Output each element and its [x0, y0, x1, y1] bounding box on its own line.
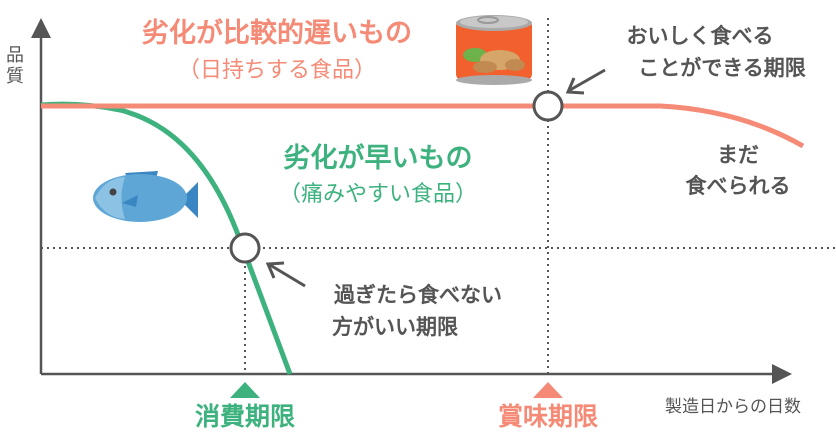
- best-before-pointer-icon: [533, 382, 563, 398]
- best-before-arrow-icon: [565, 68, 606, 95]
- best-before-marker: [532, 90, 564, 122]
- still-edible-line2: 食べられる: [685, 174, 791, 198]
- slow-decline-curve: [41, 103, 805, 149]
- use-by-label: 消費期限: [194, 402, 296, 431]
- slow-subtitle: （日持ちする食品）: [177, 58, 377, 83]
- use-by-marker: [229, 232, 261, 264]
- fast-subtitle: （痛みやすい食品）: [278, 182, 478, 207]
- best-before-note-line2: ことができる期限: [638, 56, 806, 80]
- canned-food-icon: [456, 15, 532, 85]
- y-axis-arrow-icon: [31, 18, 51, 38]
- use-by-arrow-icon: [265, 261, 306, 288]
- y-axis-label: 品質: [6, 45, 24, 87]
- use-by-note-line1: 過ぎたら食べない: [334, 283, 502, 307]
- best-before-note-line1: おいしく食べる: [626, 24, 774, 48]
- fast-title: 劣化が早いもの: [283, 143, 473, 174]
- best-before-label: 賞味期限: [497, 402, 599, 431]
- use-by-note-line2: 方がいい期限: [332, 315, 458, 339]
- slow-title: 劣化が比較的遅いもの: [142, 18, 412, 49]
- use-by-pointer-icon: [230, 382, 260, 398]
- x-axis-label: 製造日からの日数: [665, 397, 801, 417]
- x-axis-arrow-icon: [772, 364, 792, 384]
- still-edible-line1: まだ: [717, 143, 759, 167]
- fish-icon: [93, 171, 198, 222]
